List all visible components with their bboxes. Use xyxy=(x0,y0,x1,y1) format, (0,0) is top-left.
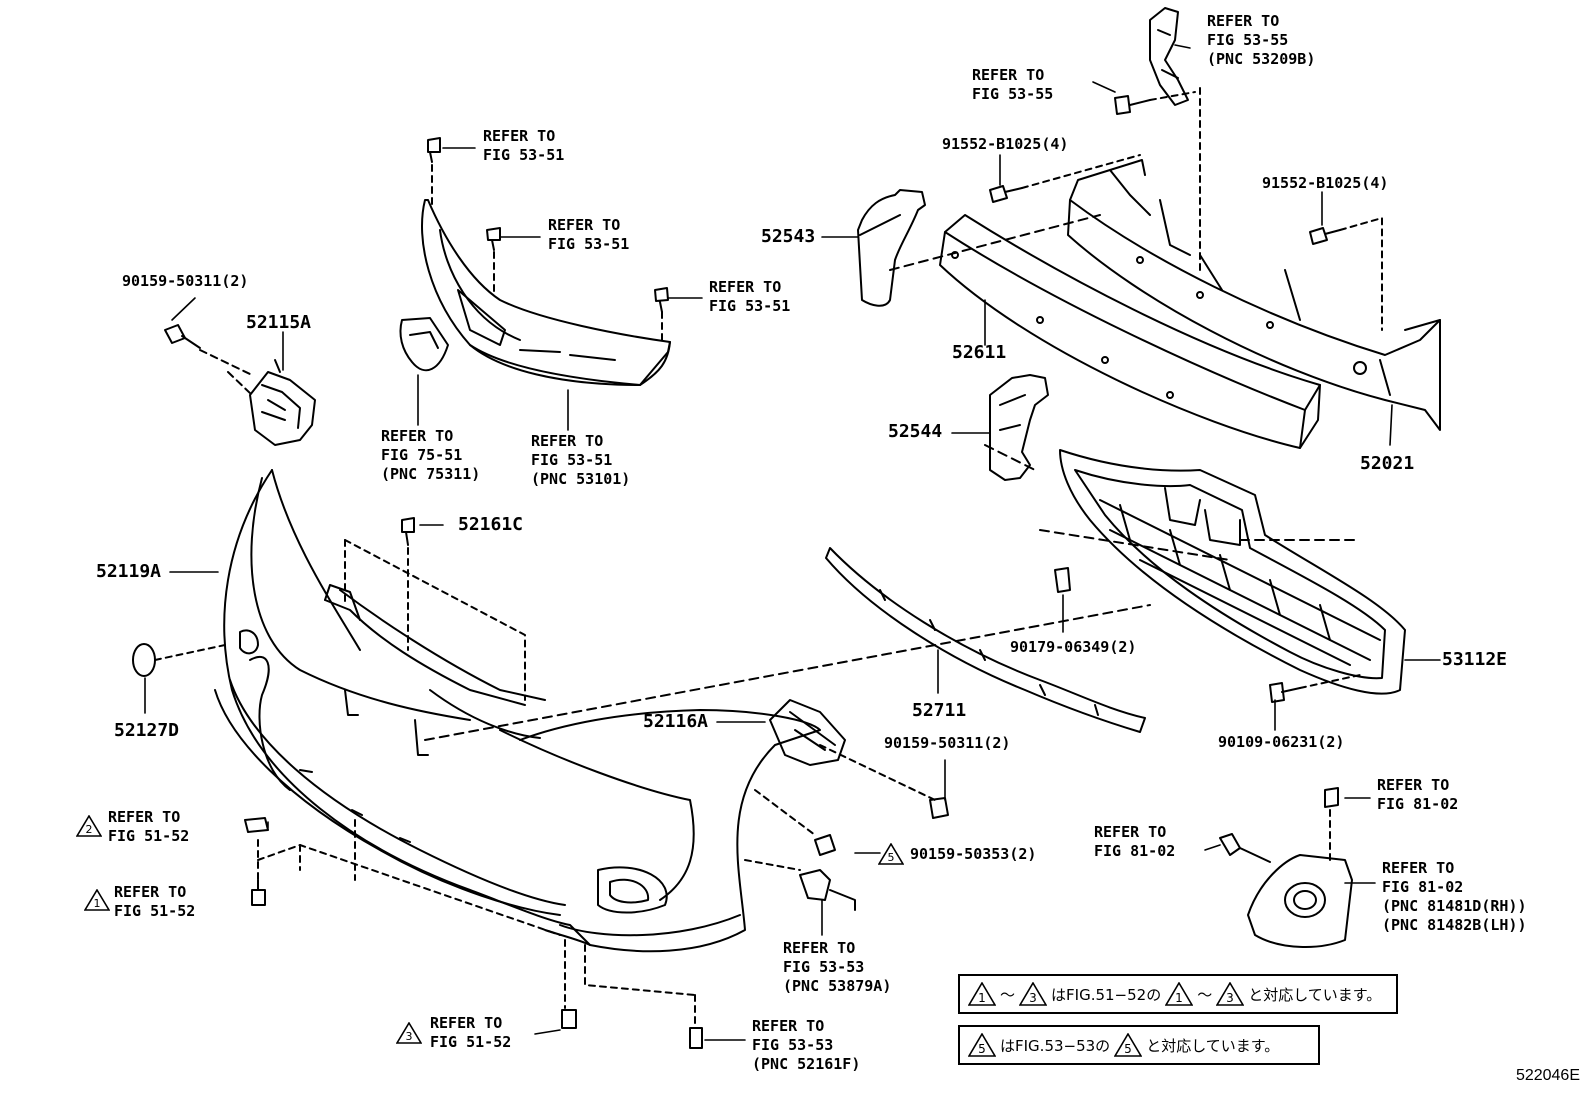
note-box-marks-1-3: 1 ～ 3 はFIG.51−52の 1 ～ 3 と対応しています。 xyxy=(958,974,1398,1014)
ref-fig-53-53-pnc-53879a[interactable]: REFER TO FIG 53-53 (PNC 53879A) xyxy=(783,939,892,995)
note1-triangle-a: 1 xyxy=(968,982,996,1006)
strip-52711-drawing xyxy=(825,547,1146,733)
part-label-52161C[interactable]: 52161C xyxy=(458,514,524,535)
ref-fig-53-53-pnc-52161f[interactable]: REFER TO FIG 53-53 (PNC 52161F) xyxy=(752,1017,861,1073)
ref-fig-51-52-mark1[interactable]: REFER TO FIG 51-52 xyxy=(114,883,196,920)
note1-tilde-2: ～ xyxy=(1197,985,1213,1004)
bumper-cover-drawing xyxy=(214,469,821,953)
assembly-dashed-lines xyxy=(424,214,1361,741)
ref-fig-53-55-pnc-53209b[interactable]: REFER TO FIG 53-55 (PNC 53209B) xyxy=(1207,12,1316,68)
note1-text-1: はFIG.51−52の xyxy=(1051,985,1162,1004)
note1-triangle-c: 1 xyxy=(1165,982,1194,1006)
fastener-label-90179-06349[interactable]: 90179-06349(2) xyxy=(1010,638,1137,656)
part-label-52115A[interactable]: 52115A xyxy=(246,312,312,333)
part-label-52543[interactable]: 52543 xyxy=(761,226,816,247)
triangle-mark-2-number: 2 xyxy=(86,823,93,836)
ref-fig-81-02-top[interactable]: REFER TO FIG 81-02 xyxy=(1377,776,1459,813)
fastener-label-90159-50353[interactable]: 90159-50353(2) xyxy=(910,845,1037,863)
fog-bezel-drawing xyxy=(1219,787,1353,948)
ref-fig-51-52-mark2[interactable]: REFER TO FIG 51-52 xyxy=(108,808,190,845)
note1-tilde-1: ～ xyxy=(1000,985,1016,1004)
triangle-mark-1-number: 1 xyxy=(94,897,101,910)
fastener-label-91552-b1025-right[interactable]: 91552-B1025(4) xyxy=(1262,174,1389,192)
leader-lines xyxy=(144,44,1441,1041)
note-box-mark-5: 5 はFIG.53−53の 5 と対応しています。 xyxy=(958,1025,1320,1065)
absorber-52611-drawing xyxy=(939,214,1321,449)
note2-text-2: と対応しています。 xyxy=(1146,1036,1280,1055)
part-label-52611[interactable]: 52611 xyxy=(952,342,1007,363)
ref-fig-53-55[interactable]: REFER TO FIG 53-55 xyxy=(972,66,1054,103)
retainer-52115A-drawing xyxy=(249,359,316,446)
part-label-52116A[interactable]: 52116A xyxy=(643,711,709,732)
ref-fig-53-51-top[interactable]: REFER TO FIG 53-51 xyxy=(483,127,565,164)
bracket-52544-drawing xyxy=(989,374,1049,481)
note1-triangle-b: 3 xyxy=(1019,982,1048,1006)
svg-text:1: 1 xyxy=(978,991,986,1005)
svg-text:5: 5 xyxy=(978,1042,986,1056)
ref-fig-53-51-mid[interactable]: REFER TO FIG 53-51 xyxy=(548,216,630,253)
ref-fig-53-51-pnc-53101[interactable]: REFER TO FIG 53-51 (PNC 53101) xyxy=(531,432,631,488)
upper-grille-drawing xyxy=(421,199,671,386)
reinforcement-52021-drawing xyxy=(1067,159,1441,431)
svg-text:1: 1 xyxy=(1175,991,1183,1005)
note2-triangle-b: 5 xyxy=(1114,1033,1143,1057)
part-label-52544[interactable]: 52544 xyxy=(888,421,943,442)
bracket-52543-drawing xyxy=(857,189,926,307)
bolts-91552-drawing xyxy=(989,154,1383,331)
ref-fig-81-02-pnc-bezel[interactable]: REFER TO FIG 81-02 (PNC 81481D(RH)) (PNC… xyxy=(1382,859,1527,934)
note2-triangle-a: 5 xyxy=(968,1033,996,1057)
triangle-mark-3: 3 xyxy=(395,1021,423,1044)
retainer-52116A-drawing xyxy=(769,699,846,766)
lower-dashed-lines xyxy=(244,817,703,1049)
upper-screws-drawing xyxy=(427,137,669,341)
triangle-mark-5-number: 5 xyxy=(888,851,895,864)
ref-fig-53-51-right[interactable]: REFER TO FIG 53-51 xyxy=(709,278,791,315)
ref-fig-75-51[interactable]: REFER TO FIG 75-51 (PNC 75311) xyxy=(381,427,481,483)
side-fasteners-drawing xyxy=(744,744,949,911)
ref-fig-51-52-mark3[interactable]: REFER TO FIG 51-52 xyxy=(430,1014,512,1051)
fastener-label-90159-50311-left[interactable]: 90159-50311(2) xyxy=(122,272,249,290)
fastener-label-90109-06231[interactable]: 90109-06231(2) xyxy=(1218,733,1345,751)
svg-text:3: 3 xyxy=(1029,991,1037,1005)
svg-text:5: 5 xyxy=(1124,1042,1132,1056)
note1-text-2: と対応しています。 xyxy=(1248,985,1382,1004)
top-bracket-drawing xyxy=(1114,7,1201,271)
part-label-52127D[interactable]: 52127D xyxy=(114,720,180,741)
triangle-mark-3-number: 3 xyxy=(406,1030,413,1043)
emblem-drawing xyxy=(399,317,449,372)
bolt-left-drawing xyxy=(164,324,253,396)
ref-fig-81-02-left[interactable]: REFER TO FIG 81-02 xyxy=(1094,823,1176,860)
triangle-mark-2: 2 xyxy=(75,814,103,837)
part-label-53112E[interactable]: 53112E xyxy=(1442,649,1508,670)
note1-triangle-d: 3 xyxy=(1216,982,1245,1006)
figure-code: 522046E xyxy=(1515,1067,1580,1084)
part-label-52021[interactable]: 52021 xyxy=(1360,453,1415,474)
cap-52127D-drawing xyxy=(132,643,226,677)
fastener-label-91552-b1025-left[interactable]: 91552-B1025(4) xyxy=(942,135,1069,153)
note2-text-1: はFIG.53−53の xyxy=(1000,1036,1111,1055)
triangle-mark-1: 1 xyxy=(83,888,111,911)
svg-text:3: 3 xyxy=(1226,991,1234,1005)
lower-grille-drawing xyxy=(1054,449,1406,703)
center-retainer-drawing xyxy=(339,517,546,701)
part-label-52119A[interactable]: 52119A xyxy=(96,561,162,582)
triangle-mark-5: 5 xyxy=(877,842,905,865)
part-label-52711[interactable]: 52711 xyxy=(912,700,967,721)
fastener-label-90159-50311-right[interactable]: 90159-50311(2) xyxy=(884,734,1011,752)
